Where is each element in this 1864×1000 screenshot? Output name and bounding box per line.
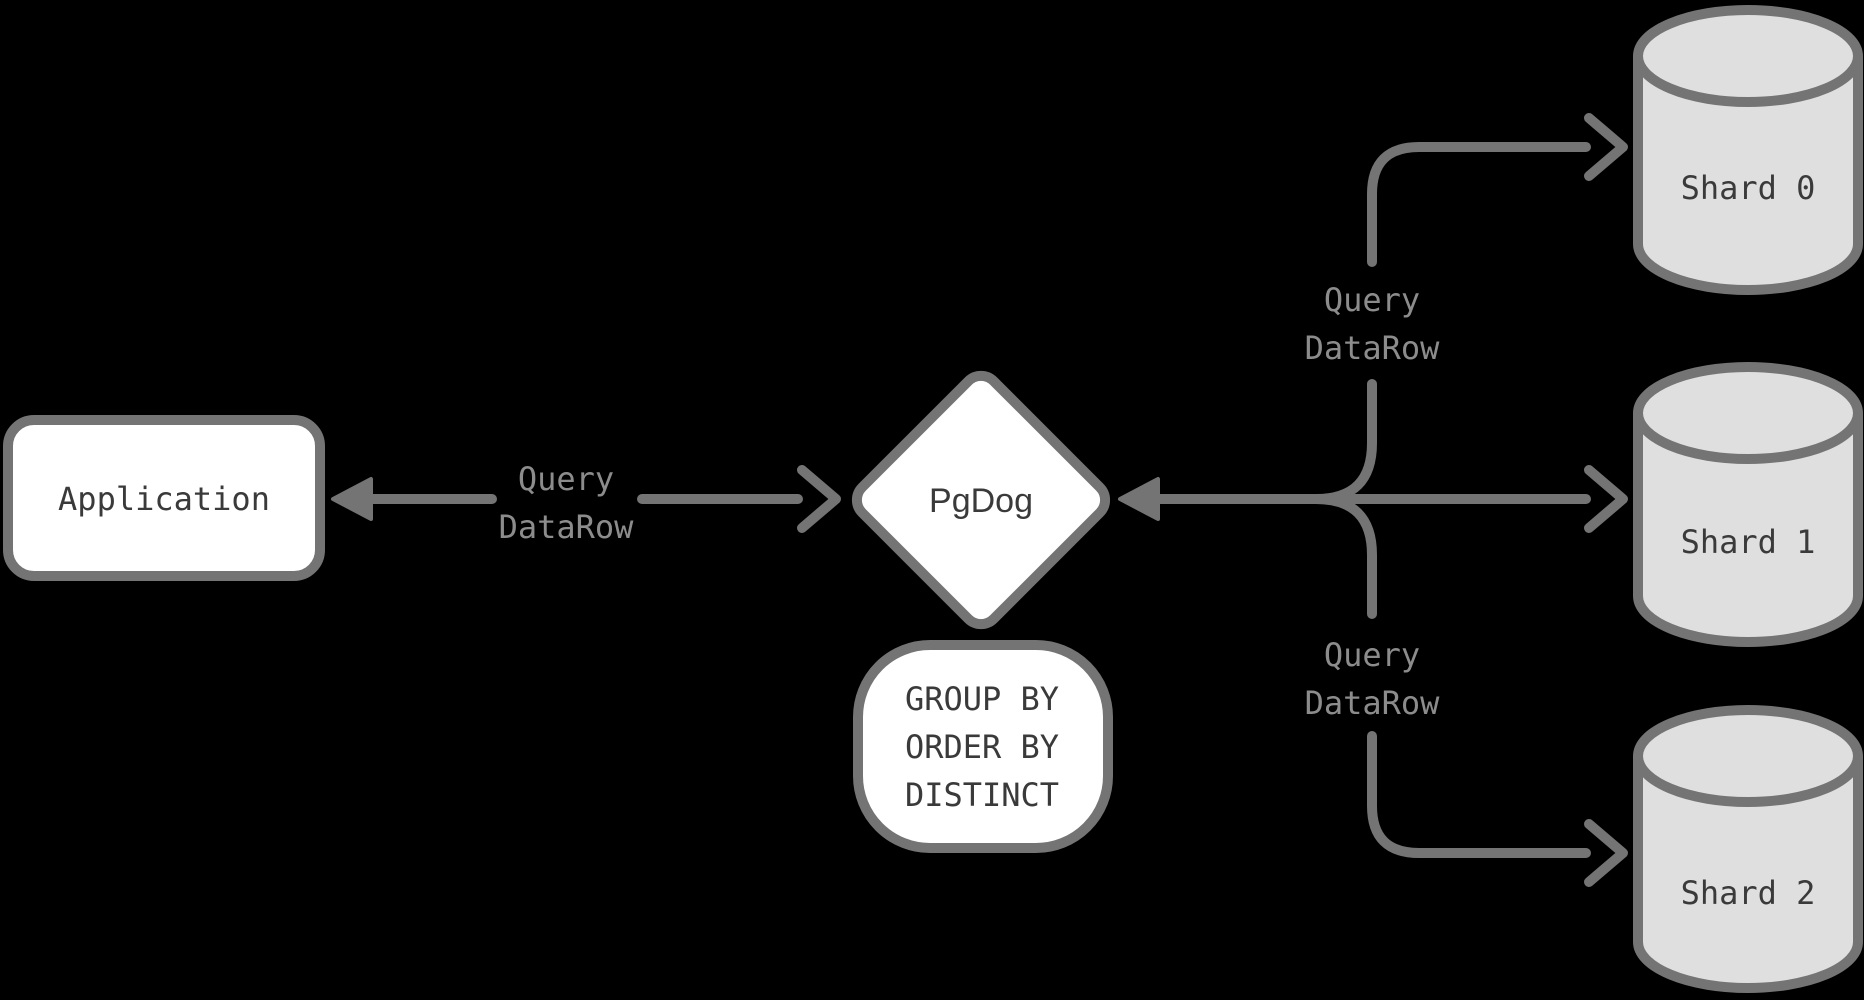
pgdog-label: PgDog	[929, 482, 1033, 520]
shard-2-cylinder-top	[1633, 705, 1863, 807]
edge-merge-lower-curve	[1311, 494, 1377, 619]
edge-app-pgdog: Query DataRow	[331, 460, 841, 546]
shard-2-node: Shard 2	[1633, 705, 1863, 993]
edge-shard2-label-datarow: DataRow	[1305, 684, 1441, 722]
shard-0-node: Shard 0	[1633, 5, 1863, 295]
edge-shard0-branch	[1367, 142, 1591, 267]
arrowhead-to-shard0-chevron-icon	[1584, 113, 1628, 181]
edge-app-pgdog-label-datarow: DataRow	[499, 508, 635, 546]
application-box	[3, 415, 325, 581]
shard-0-cylinder-top	[1633, 5, 1863, 107]
arrowhead-to-pgdog-chevron-icon	[797, 465, 841, 533]
operations-pill	[853, 640, 1113, 853]
operations-line-group-by: GROUP BY	[905, 680, 1059, 718]
edge-shard0-label-datarow: DataRow	[1305, 329, 1441, 367]
shard-1-cylinder-top	[1633, 362, 1863, 464]
shard-0-cylinder-body	[1633, 56, 1863, 295]
arrowhead-to-shard1-chevron-icon	[1584, 465, 1628, 533]
edge-shard2-branch	[1367, 731, 1591, 858]
edge-pgdog-shards: Query DataRow Query DataRow	[1118, 113, 1628, 887]
edge-shard2-label-query: Query	[1324, 636, 1420, 674]
arrowhead-to-shard2-chevron-icon	[1584, 819, 1628, 887]
shard-2-label: Shard 2	[1681, 874, 1816, 912]
shard-1-label: Shard 1	[1681, 523, 1816, 561]
operations-line-order-by: ORDER BY	[905, 728, 1059, 766]
edge-shard0-label-query: Query	[1324, 281, 1420, 319]
edge-merge-upper-curve	[1311, 379, 1377, 504]
shard-1-node: Shard 1	[1633, 362, 1863, 647]
pgdog-diamond	[851, 370, 1111, 630]
edge-app-pgdog-label-query: Query	[518, 460, 614, 498]
operations-line-distinct: DISTINCT	[905, 776, 1059, 814]
application-node: Application	[3, 415, 325, 581]
shard-0-label: Shard 0	[1681, 169, 1816, 207]
shard-2-cylinder-body	[1633, 756, 1863, 993]
application-label: Application	[58, 480, 270, 518]
pgdog-node: PgDog	[851, 370, 1111, 630]
shard-1-cylinder-body	[1633, 413, 1863, 647]
operations-node: GROUP BY ORDER BY DISTINCT	[853, 640, 1113, 853]
